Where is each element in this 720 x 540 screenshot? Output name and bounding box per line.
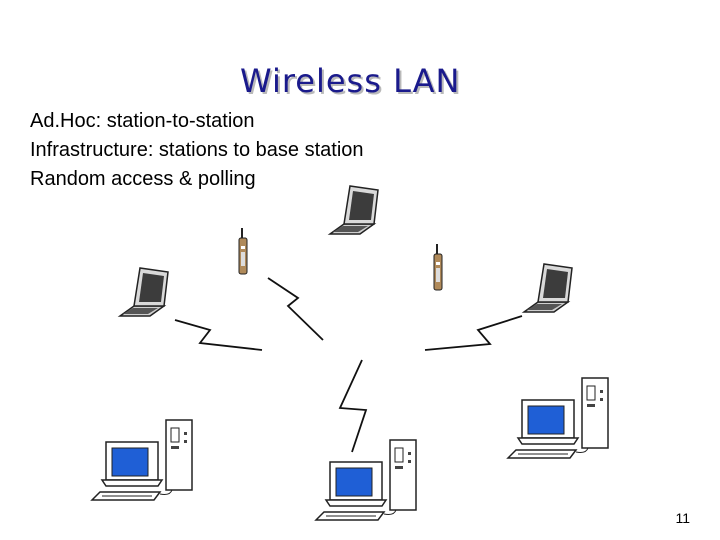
laptop-icon xyxy=(523,263,573,313)
laptop-icon xyxy=(329,185,379,235)
wireless-link-right xyxy=(424,315,523,351)
bullet-item: Random access & polling xyxy=(30,168,256,190)
wireless-link-center-down xyxy=(338,359,368,453)
desktop-computer-icon xyxy=(507,377,609,459)
laptop-icon xyxy=(119,267,169,317)
wireless-links xyxy=(174,277,523,453)
bullet-item: Ad.Hoc: station-to-station xyxy=(30,110,255,132)
page-number: 11 xyxy=(675,510,690,526)
wireless-link-left xyxy=(174,319,263,351)
bullet-item: Infrastructure: stations to base station xyxy=(30,139,364,161)
desktop-computer-icon xyxy=(315,439,417,521)
mobile-phone-icon xyxy=(238,227,248,275)
bullet-list: Ad.Hoc: station-to-station Infrastructur… xyxy=(30,107,490,194)
mobile-phone-icon xyxy=(433,243,443,291)
desktop-computer-icon xyxy=(91,419,193,501)
slide-title: Wireless LAN xyxy=(240,62,461,100)
wireless-link-center-top xyxy=(267,277,324,341)
